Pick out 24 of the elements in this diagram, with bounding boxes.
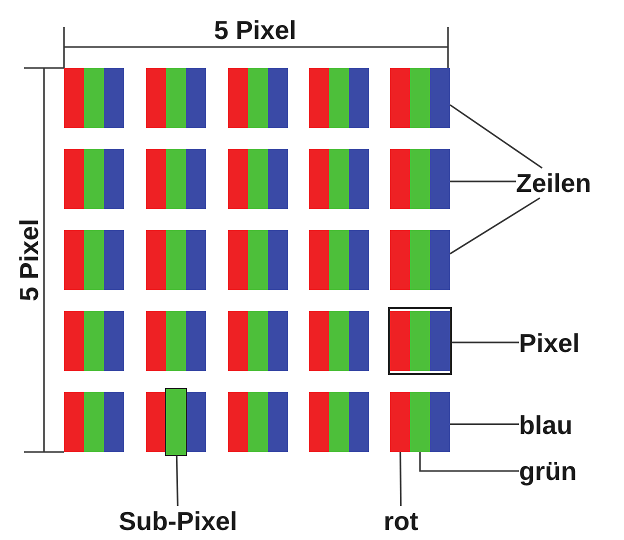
dimension-label: 5 Pixel [16,218,42,302]
subpixel-bar [430,149,450,209]
callout-label: grün [519,456,585,486]
leader-line [400,452,402,506]
dimension-label: 5 Pixel [214,17,296,43]
subpixel-bar [430,68,450,128]
leader-line [450,104,543,169]
callout-label: Pixel [519,328,595,358]
leader-line [452,342,519,344]
callout-label: rot [379,506,423,536]
callout-label: Sub-Pixel [103,506,253,536]
leader-line [450,197,540,254]
leader-line [450,180,516,182]
subpixel-bar [390,392,410,452]
callout-label: Zeilen [516,168,612,198]
subpixel-highlight [165,388,187,456]
subpixel-bar [430,392,450,452]
leader-line [419,452,519,472]
subpixel-bar [430,230,450,290]
callout-label: blau [519,410,581,440]
leader-line [450,423,519,425]
leader-line [176,456,178,506]
pixel-frame [388,307,452,375]
subpixel-bar [410,392,430,452]
